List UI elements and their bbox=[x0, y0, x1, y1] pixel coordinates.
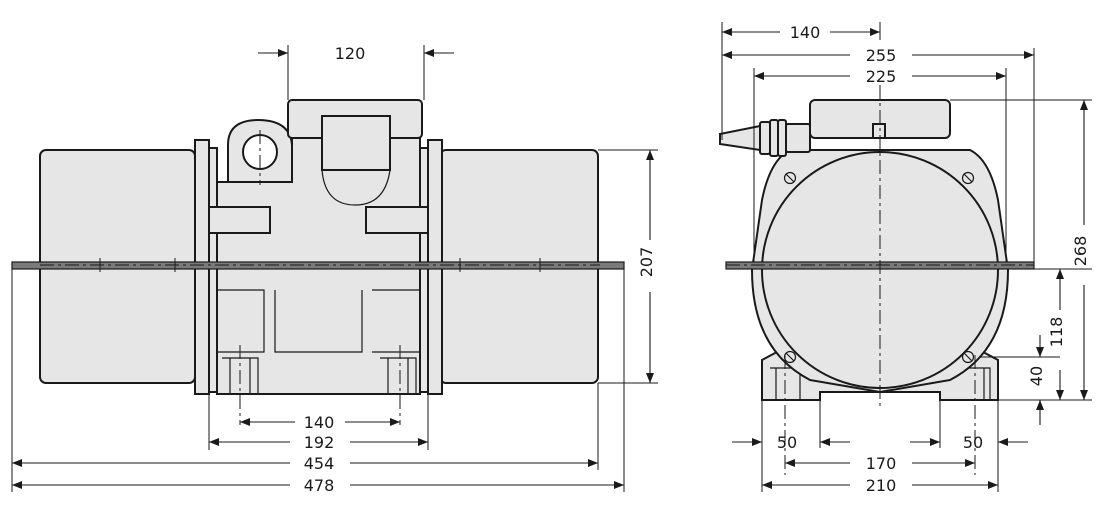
dim-front-foot-bolt-spacing: 140 bbox=[304, 413, 335, 432]
dim-side-foot-height: 40 bbox=[1027, 366, 1046, 386]
terminal-box-neck bbox=[292, 137, 420, 206]
dim-side-foot-left: 50 bbox=[777, 433, 797, 452]
dim-front-body-length: 454 bbox=[304, 454, 335, 473]
front-view: 120 207 140 192 454 478 bbox=[11, 44, 658, 495]
terminal-box-face bbox=[321, 115, 391, 171]
dim-side-cable-offset: 140 bbox=[790, 23, 821, 42]
housing-rib-right bbox=[365, 206, 429, 234]
right-flange-inner bbox=[419, 147, 429, 393]
side-bolt-top-left bbox=[783, 171, 797, 185]
dim-front-overall-length: 478 bbox=[304, 476, 335, 495]
left-flange-inner bbox=[208, 147, 218, 393]
housing-rib-left bbox=[208, 206, 271, 234]
foot-right bbox=[380, 357, 417, 394]
dim-side-overall-width: 255 bbox=[866, 46, 897, 65]
dim-side-box-width: 225 bbox=[866, 67, 897, 86]
dim-front-height: 207 bbox=[637, 247, 656, 278]
foot-left bbox=[222, 357, 259, 394]
cable-gland bbox=[719, 119, 811, 157]
side-terminal-nub bbox=[872, 123, 886, 139]
dim-side-foot-right: 50 bbox=[963, 433, 983, 452]
dim-side-base-width: 210 bbox=[866, 476, 897, 495]
side-bolt-top-right bbox=[961, 171, 975, 185]
side-bolt-bottom-right bbox=[961, 350, 975, 364]
side-view: 140 255 225 268 118 40 50 50 170 bbox=[719, 22, 1092, 495]
dim-side-bolt-spacing: 170 bbox=[866, 454, 897, 473]
dim-front-foot-width: 192 bbox=[304, 433, 335, 452]
dim-side-overall-height: 268 bbox=[1071, 236, 1090, 267]
dim-front-top-width: 120 bbox=[335, 44, 366, 63]
dim-side-shaft-height: 118 bbox=[1047, 317, 1066, 348]
housing-pocket-right bbox=[372, 289, 421, 353]
housing-pocket-center bbox=[274, 290, 363, 353]
